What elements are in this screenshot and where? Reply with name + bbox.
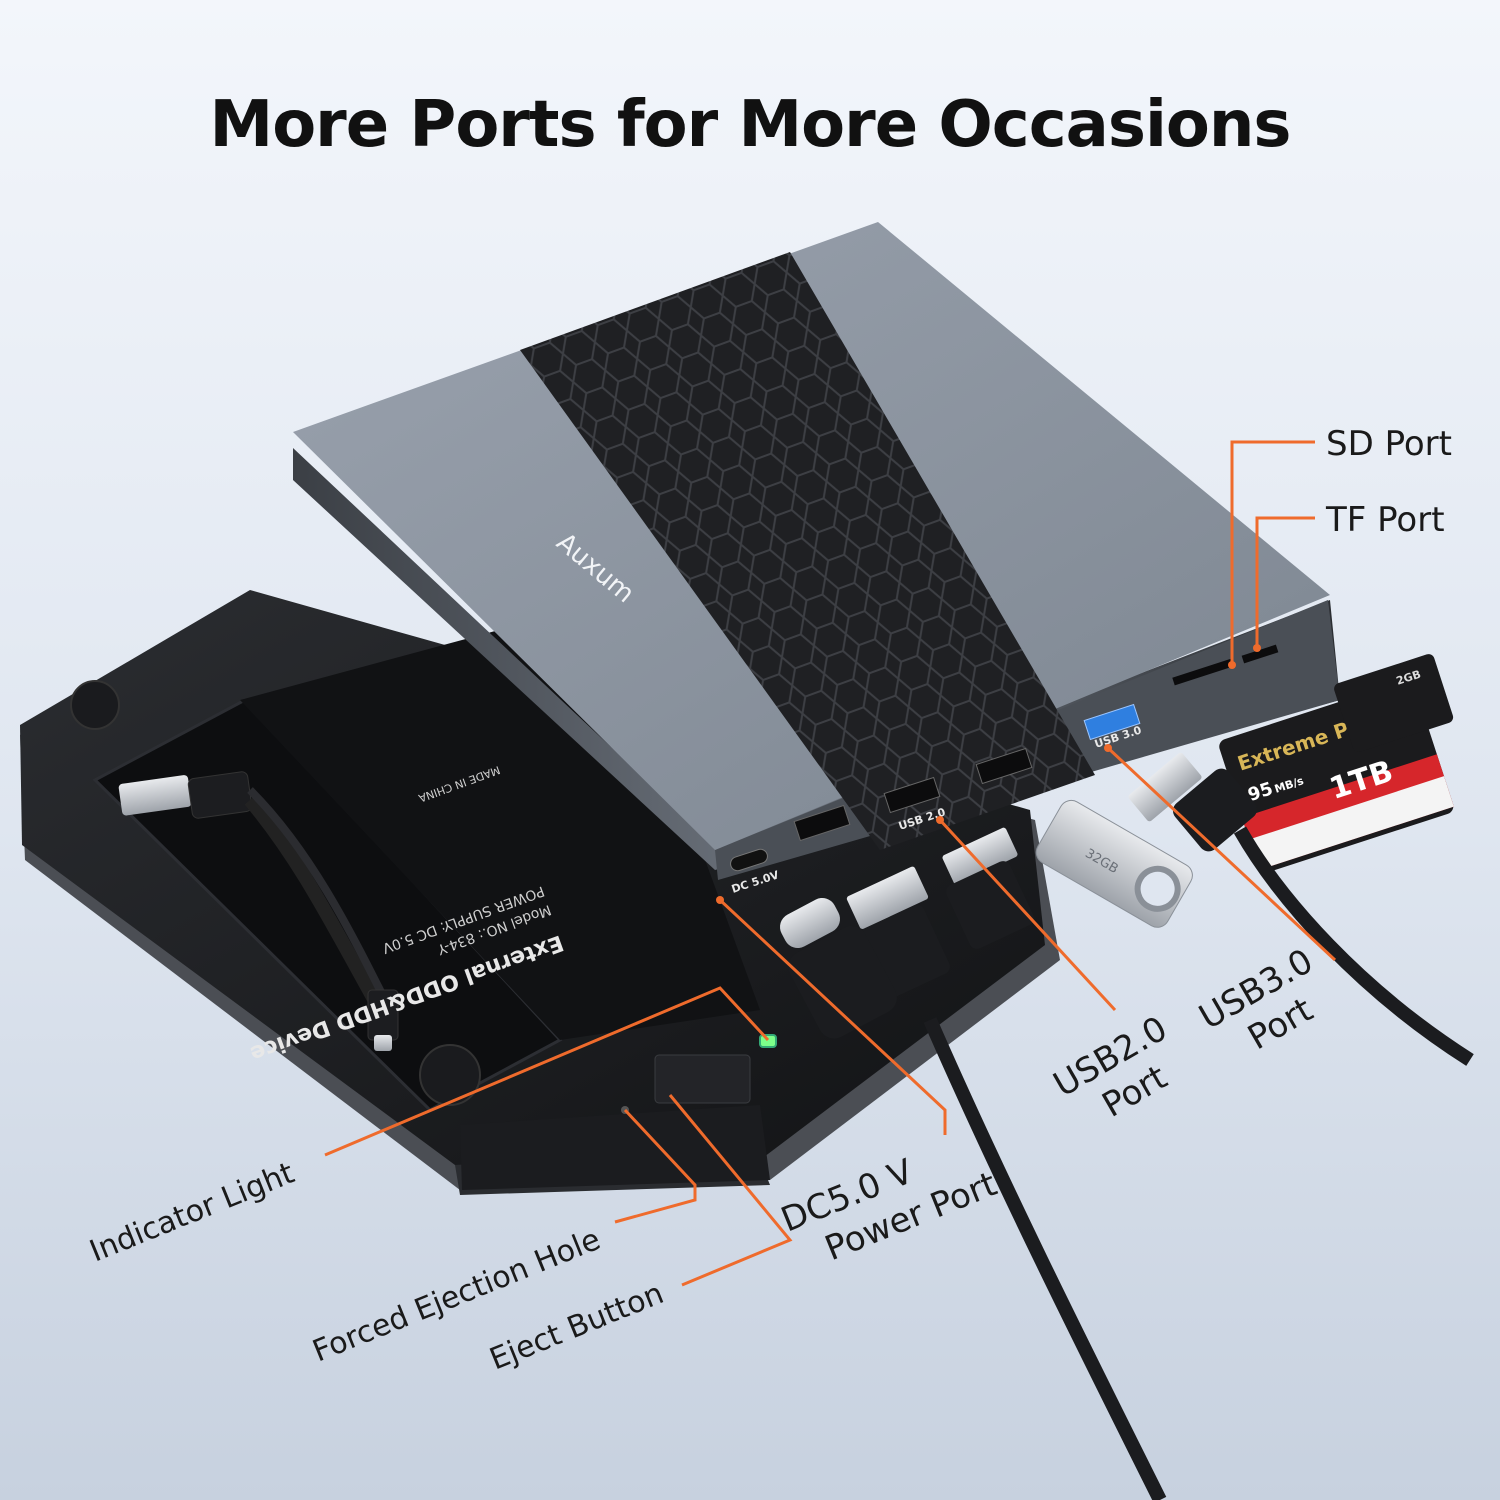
- callout-sd-port: SD Port: [1326, 424, 1452, 464]
- drive-base: [20, 590, 1060, 1195]
- usb2-port-2[interactable]: [883, 776, 941, 814]
- callout-tf-port: TF Port: [1325, 500, 1445, 540]
- callout-indicator-light: Indicator Light: [85, 1156, 300, 1270]
- rubber-foot: [70, 680, 120, 730]
- rubber-foot: [419, 1044, 481, 1106]
- indicator-light: [759, 1034, 777, 1048]
- usb2-port-1[interactable]: [793, 804, 851, 842]
- tf-slot[interactable]: [1241, 644, 1279, 664]
- headline: More Ports for More Occasions: [209, 88, 1292, 162]
- eject-button[interactable]: [654, 1054, 751, 1104]
- dc-port[interactable]: [729, 847, 769, 872]
- honeycomb-panel: [520, 252, 1095, 850]
- flash-drive: 32GB: [1035, 799, 1193, 928]
- callout-leaders: [324, 440, 1337, 1287]
- microsd-card: 2GB: [1334, 654, 1454, 752]
- usbc-cable: [779, 897, 1167, 1500]
- drive-lid: Auxum: [293, 222, 1340, 880]
- stored-usb-cable: [118, 771, 399, 1051]
- sd-slot[interactable]: [1172, 658, 1234, 686]
- usb3-cable: [1128, 752, 1474, 1066]
- usb3-port[interactable]: [1083, 703, 1141, 741]
- usb2-port-3[interactable]: [975, 747, 1033, 785]
- usb2-cable: [942, 827, 1034, 949]
